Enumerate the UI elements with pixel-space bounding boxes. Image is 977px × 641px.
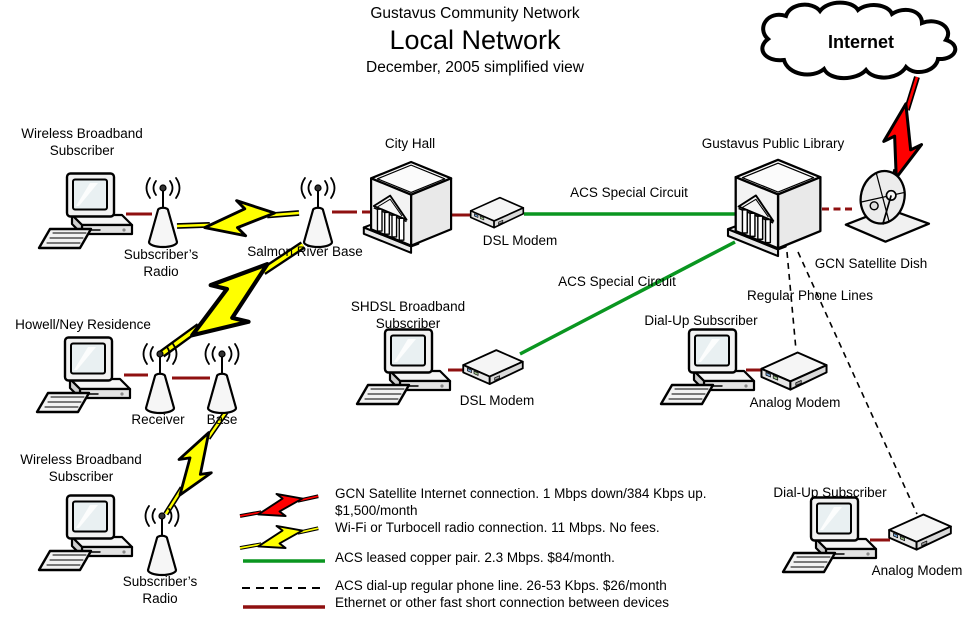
base-antenna-icon bbox=[204, 342, 240, 415]
legend-dialup-line-icon bbox=[242, 587, 326, 589]
receiver-antenna-icon bbox=[142, 342, 178, 415]
label-dsl-modem-city-hall: DSL Modem bbox=[482, 233, 558, 248]
legend-satellite-text-line1: GCN Satellite Internet connection. 1 Mbp… bbox=[335, 486, 707, 501]
label-shdsl-subscriber: SHDSL Broadband Subscriber bbox=[350, 299, 466, 331]
legend-wifi-bolt-icon bbox=[238, 524, 321, 550]
title-block: Gustavus Community Network Local Network… bbox=[275, 4, 675, 78]
legend-leased-text: ACS leased copper pair. 2.3 Mbps. $84/mo… bbox=[335, 550, 615, 565]
legend-dialup-text: ACS dial-up regular phone line. 26-53 Kb… bbox=[335, 578, 667, 593]
computer-wireless-subscriber-top-icon bbox=[37, 172, 134, 250]
diagram-subtitle: December, 2005 simplified view bbox=[366, 59, 584, 76]
label-subscribers-radio-bottom: Subscriber’s Radio bbox=[122, 574, 198, 606]
phone-line-library-modem1 bbox=[786, 251, 797, 351]
label-acs-circuit-top: ACS Special Circuit bbox=[570, 185, 688, 200]
salmon-river-base-antenna-icon bbox=[300, 176, 336, 249]
computer-shdsl-subscriber-icon bbox=[355, 328, 452, 406]
label-library: Gustavus Public Library bbox=[701, 136, 845, 151]
legend-ethernet-line-icon bbox=[243, 605, 325, 609]
wifi-bolt-radio1-salmon bbox=[177, 193, 299, 243]
leased-line-shdsl-library bbox=[519, 240, 736, 356]
label-city-hall: City Hall bbox=[384, 136, 436, 151]
diagram-supertitle: Gustavus Community Network bbox=[370, 5, 580, 22]
label-howell-ney: Howell/Ney Residence bbox=[15, 317, 151, 332]
legend-satellite-bolt-icon bbox=[238, 492, 321, 518]
city-hall-building-icon bbox=[362, 160, 453, 254]
legend-leased-line-icon bbox=[243, 559, 325, 563]
diagram-title: Local Network bbox=[389, 25, 561, 55]
dsl-modem-shdsl-icon bbox=[462, 349, 524, 385]
label-base: Base bbox=[206, 412, 238, 427]
legend-satellite-text-line2: $1,500/month bbox=[335, 503, 418, 518]
internet-cloud: Internet bbox=[760, 0, 958, 81]
subscribers-radio-bottom-antenna-icon bbox=[144, 504, 180, 577]
label-receiver: Receiver bbox=[131, 412, 185, 427]
label-acs-circuit-lower: ACS Special Circuit bbox=[558, 274, 676, 289]
label-salmon-river-base: Salmon River Base bbox=[247, 244, 363, 259]
legend-wifi-text: Wi-Fi or Turbocell radio connection. 11 … bbox=[335, 520, 660, 535]
label-analog-modem-mid: Analog Modem bbox=[749, 395, 841, 410]
label-wireless-subscriber-top: Wireless Broadband Subscriber bbox=[21, 126, 143, 158]
label-regular-phone-lines: Regular Phone Lines bbox=[746, 288, 874, 303]
label-analog-modem-bottom: Analog Modem bbox=[871, 563, 963, 578]
gcn-satellite-dish-icon bbox=[844, 165, 931, 243]
dsl-modem-city-hall-icon bbox=[469, 196, 525, 229]
label-subscribers-radio-top: Subscriber’s Radio bbox=[123, 247, 199, 279]
analog-modem-bottom-icon bbox=[888, 513, 952, 551]
label-dialup-subscriber-bottom: Dial-Up Subscriber bbox=[773, 485, 887, 500]
analog-modem-mid-icon bbox=[760, 351, 828, 391]
label-gcn-satellite-dish: GCN Satellite Dish bbox=[814, 256, 928, 271]
phone-line-library-modem2 bbox=[797, 251, 918, 515]
label-dsl-modem-shdsl: DSL Modem bbox=[459, 393, 535, 408]
label-wireless-subscriber-bottom: Wireless Broadband Subscriber bbox=[20, 452, 142, 484]
legend-ethernet-text: Ethernet or other fast short connection … bbox=[335, 595, 669, 610]
computer-howell-ney-icon bbox=[35, 336, 132, 414]
library-building-icon bbox=[726, 158, 822, 258]
subscribers-radio-top-antenna-icon bbox=[145, 176, 181, 249]
label-dialup-subscriber-mid: Dial-Up Subscriber bbox=[644, 313, 758, 328]
internet-label: Internet bbox=[828, 32, 894, 52]
computer-wireless-subscriber-bottom-icon bbox=[37, 494, 134, 572]
cloud-shape bbox=[760, 0, 958, 81]
